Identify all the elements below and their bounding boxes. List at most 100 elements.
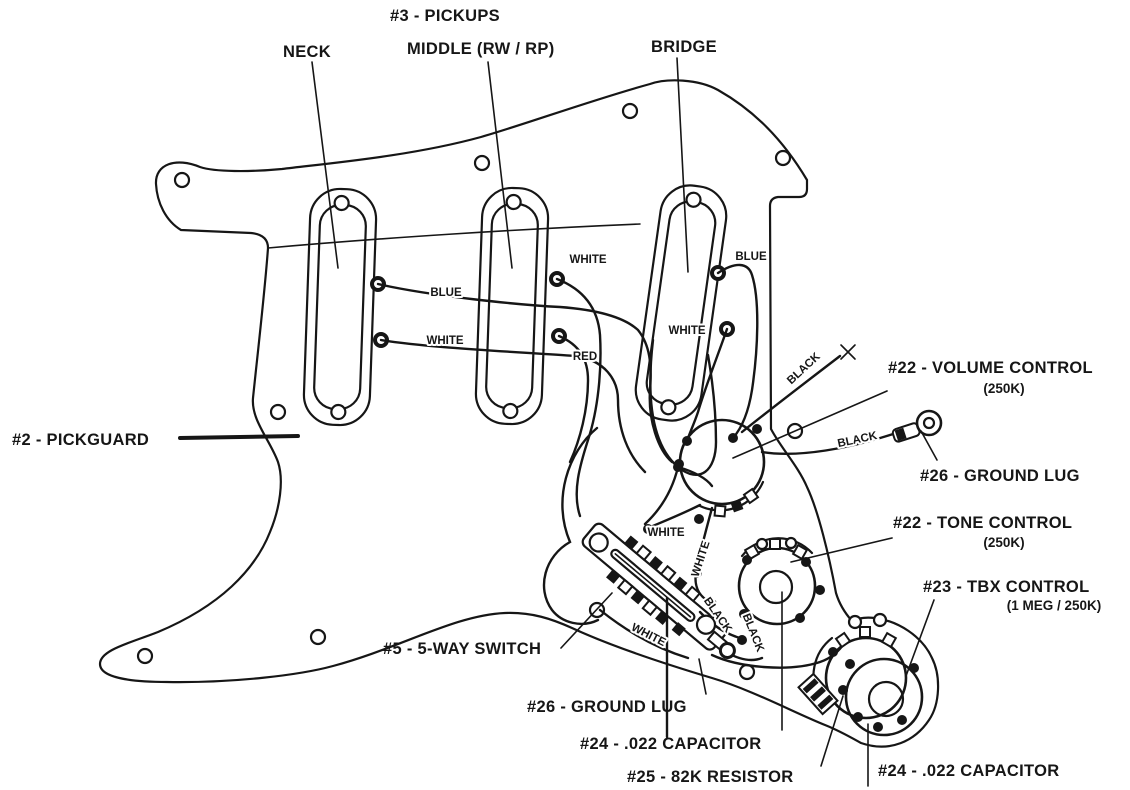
junction-to-switch-wire <box>643 465 680 526</box>
solder-dot <box>707 599 717 609</box>
tone-pot-lug <box>769 538 781 550</box>
tone-pot-lug-hole <box>755 537 769 551</box>
neck-white-wire <box>379 338 647 474</box>
solder-dot <box>694 514 704 524</box>
neck-white-wire-label: WHITE <box>426 335 463 347</box>
neck-blue-wire <box>376 282 674 464</box>
ground-lug-ring-hole <box>922 416 936 430</box>
leader-lines <box>178 57 938 787</box>
pickguard-screw-holes <box>136 102 804 681</box>
pickups-label: #3 - PICKUPS <box>390 7 500 25</box>
solder-dot <box>853 712 863 722</box>
switch-slot <box>610 548 696 622</box>
volume-pot-lug <box>713 504 727 518</box>
solder-dot <box>795 613 805 623</box>
switch-leader <box>560 592 613 649</box>
tone-pot <box>737 536 825 626</box>
screw-hole <box>309 628 327 646</box>
bridge-label: BRIDGE <box>651 38 717 56</box>
screw-hole <box>738 663 756 681</box>
pickguard-edge <box>98 79 940 748</box>
volume-ground-black-label: BLACK <box>836 430 879 450</box>
solder-dot <box>838 685 848 695</box>
volume-ground-black-wire <box>760 432 895 455</box>
screw-hole <box>173 171 191 189</box>
bridge-blue-wire <box>716 263 759 440</box>
tbx-pot-lug <box>880 631 898 649</box>
five-way-switch <box>581 522 736 660</box>
switch-end-ground-lug <box>718 642 736 660</box>
tbx-stack-connector <box>797 672 839 716</box>
solder-dot <box>643 524 653 534</box>
tone-pot-lug <box>791 543 809 561</box>
switch-mount-hole <box>695 614 717 635</box>
tbx-pot-lug <box>834 631 852 649</box>
middle-pickup-screw <box>505 193 522 211</box>
volume-pot-lug <box>730 499 744 513</box>
volume-leader <box>732 390 888 459</box>
tbx-value-label: (1 MEG / 250K) <box>1007 598 1102 613</box>
screw-hole <box>473 154 491 172</box>
part-labels: #3 - PICKUPS NECK MIDDLE (RW / RP) BRIDG… <box>12 7 1101 786</box>
ground-lug-right-label: #26 - GROUND LUG <box>920 467 1080 485</box>
screw-hole <box>269 403 287 421</box>
screw-hole <box>136 647 154 665</box>
switch-label: #5 - 5-WAY SWITCH <box>383 640 541 658</box>
bridge-blue-wire-label: BLUE <box>735 251 767 263</box>
neck-label: NECK <box>283 43 331 61</box>
screw-hole <box>621 102 639 120</box>
middle-white-wire-label: WHITE <box>569 254 606 266</box>
middle-red-wire-label: RED <box>573 351 597 363</box>
wiring <box>376 263 895 739</box>
tbx-pot-lower-gang <box>844 657 924 737</box>
bridge-loop-wire <box>649 338 718 476</box>
capacitor-center-label: #24 - .022 CAPACITOR <box>580 735 761 753</box>
ground-lug-crimp <box>894 427 907 441</box>
tbx-pot <box>797 612 924 737</box>
solder-dot <box>873 722 883 732</box>
switch-slot-line <box>614 553 692 618</box>
middle-red-wire <box>557 334 590 464</box>
solder-dot <box>897 715 907 725</box>
tbx-label: #23 - TBX CONTROL <box>923 578 1089 596</box>
volume-label: #22 - VOLUME CONTROL <box>888 359 1093 377</box>
neck-blue-wire-label: BLUE <box>430 287 462 299</box>
screw-hole <box>774 149 792 167</box>
tbx-pot-lug-hole <box>847 614 863 630</box>
channel-left-curve <box>542 426 600 625</box>
neck-pickup-screw <box>330 403 347 421</box>
pickguard-outline <box>98 79 940 748</box>
solder-dot <box>742 555 752 565</box>
capacitor-right-label: #24 - .022 CAPACITOR <box>878 762 1059 780</box>
neck-leader <box>311 61 339 269</box>
switch-ground-white-wire <box>598 608 690 660</box>
ground-lug-bottom-leader <box>698 658 707 695</box>
volume-value-label: (250K) <box>983 381 1024 396</box>
solder-dot <box>692 568 702 578</box>
solder-dot <box>737 635 747 645</box>
middle-leader <box>487 61 513 269</box>
neck-pickup-coil <box>313 203 367 411</box>
solder-dot <box>828 647 838 657</box>
volume-hot-black-wire <box>740 354 842 434</box>
neck-pickup-screw <box>333 194 350 212</box>
middle-white-wire <box>555 277 602 518</box>
solder-dot <box>728 433 738 443</box>
middle-pickup-screw <box>502 402 519 420</box>
volume-pot <box>674 418 766 524</box>
solder-dot <box>815 585 825 595</box>
pickguard-leader <box>178 434 300 440</box>
neck-pickup <box>302 187 378 427</box>
tone-pot-lug-hole <box>784 536 798 550</box>
ground-lug-bottom-label: #26 - GROUND LUG <box>527 698 687 716</box>
tone-label: #22 - TONE CONTROL <box>893 514 1072 532</box>
tone-value-label: (250K) <box>983 535 1024 550</box>
resistor-label: #25 - 82K RESISTOR <box>627 768 794 786</box>
bridge-pickup-flange <box>634 184 728 422</box>
switch-white-top-label: WHITE <box>647 527 684 539</box>
bridge-pickup-coil <box>645 200 717 406</box>
tbx-pot-shaft <box>867 680 905 718</box>
bridge-pickup-screw <box>685 191 702 208</box>
